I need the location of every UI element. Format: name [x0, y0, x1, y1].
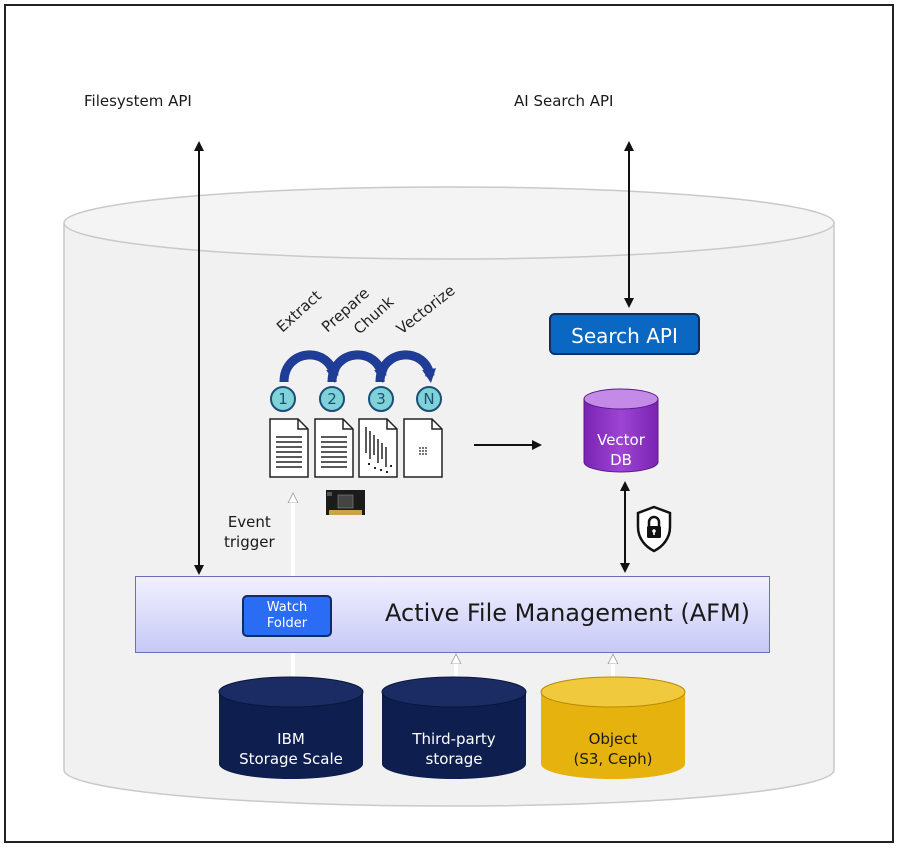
filesystem-api-label: Filesystem API	[84, 92, 192, 110]
ai-search-api-label: AI Search API	[514, 92, 614, 110]
gpu-card-icon	[326, 490, 365, 515]
event-trigger-label: Event trigger	[224, 512, 275, 552]
ibm-storage-line1: IBM	[277, 730, 305, 748]
document-icon	[314, 418, 354, 478]
diagram-frame	[4, 4, 894, 843]
pipeline-arc-3	[375, 350, 437, 383]
vector-db-cylinder	[583, 388, 659, 473]
ibm-storage-scale-cylinder	[218, 676, 364, 779]
afm-label: Active File Management (AFM)	[385, 599, 751, 627]
ibm-storage-scale-label: IBM Storage Scale	[219, 729, 363, 769]
third-party-storage-label: Third-party storage	[382, 729, 526, 769]
event-trigger-line1: Event	[227, 513, 271, 531]
object-storage-label: Object (S3, Ceph)	[541, 729, 685, 769]
system-cylinder	[63, 186, 835, 807]
afm-bar	[135, 576, 770, 653]
third-party-line1: Third-party	[412, 730, 496, 748]
chunked-document-icon	[358, 418, 398, 478]
step-badge-n: N	[416, 386, 442, 412]
search-api-box: Search API	[549, 313, 700, 355]
vector-db-line2: DB	[610, 451, 632, 469]
ibm-storage-line2: Storage Scale	[239, 750, 343, 768]
vector-db-label: Vector DB	[584, 430, 658, 470]
watch-folder-box: Watch Folder	[242, 595, 332, 637]
vector-db-line1: Vector	[597, 431, 645, 449]
vector-document-icon	[403, 418, 443, 478]
lock-shield-icon	[636, 505, 672, 553]
step-badge-3: 3	[368, 386, 394, 412]
document-icon	[269, 418, 309, 478]
third-party-line2: storage	[425, 750, 483, 768]
step-badge-2: 2	[319, 386, 345, 412]
object-line2: (S3, Ceph)	[573, 750, 653, 768]
watch-folder-line2: Folder	[266, 616, 308, 631]
object-line1: Object	[588, 730, 638, 748]
watch-folder-line1: Watch	[266, 600, 308, 615]
event-trigger-line2: trigger	[224, 533, 275, 551]
step-badge-1: 1	[270, 386, 296, 412]
third-party-storage-cylinder	[381, 676, 527, 779]
object-storage-cylinder	[540, 676, 686, 779]
